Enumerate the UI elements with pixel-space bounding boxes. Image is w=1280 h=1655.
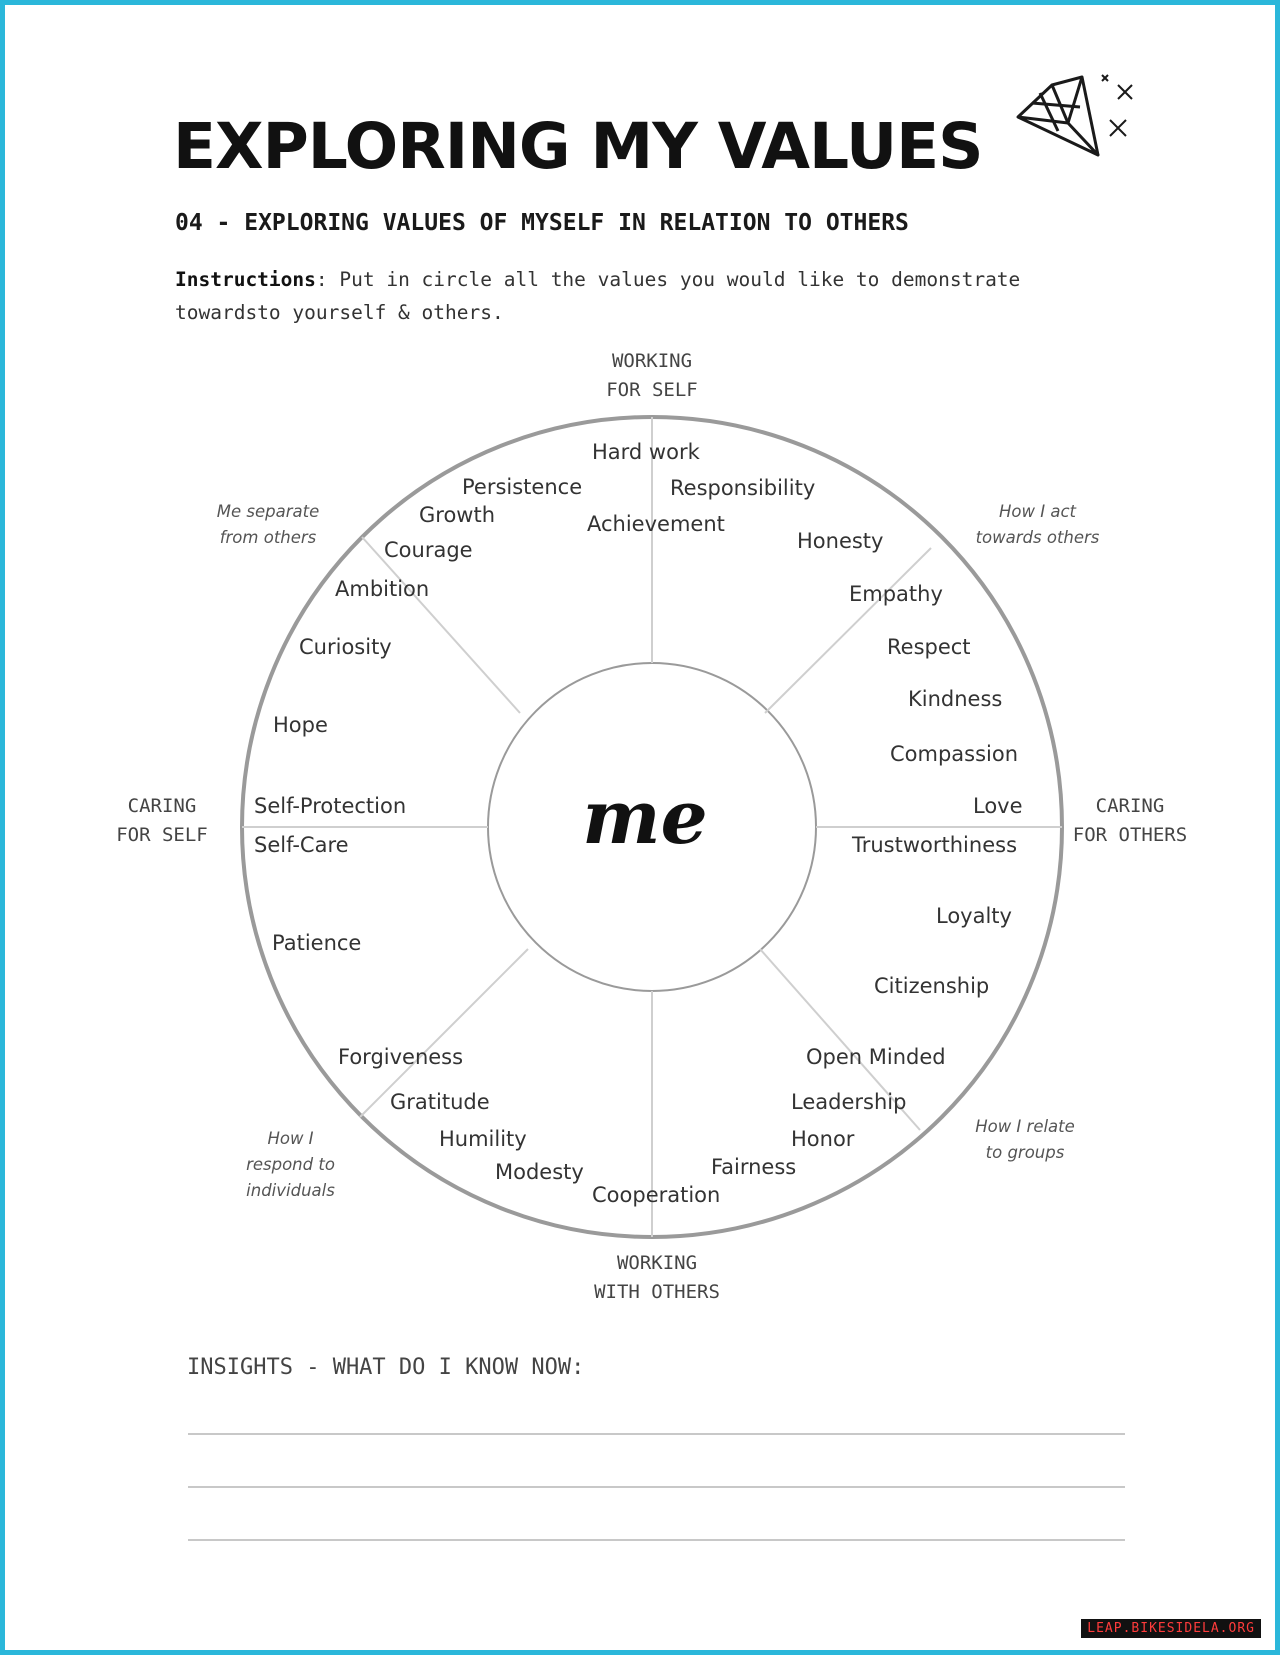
- value-responsibility[interactable]: Responsibility: [670, 476, 816, 500]
- value-humility[interactable]: Humility: [439, 1127, 527, 1151]
- value-respect[interactable]: Respect: [887, 635, 971, 659]
- value-patience[interactable]: Patience: [272, 931, 362, 955]
- axis-label-top-line1: WORKING: [611, 350, 693, 372]
- divider-top-right: [764, 547, 932, 714]
- sector-label-bottom-right-line1: How I relate: [975, 1117, 1075, 1136]
- value-self-protection[interactable]: Self-Protection: [254, 794, 407, 818]
- axis-label-bottom: WORKING WITH OTHERS: [567, 1249, 747, 1307]
- axis-label-bottom-line1: WORKING: [616, 1252, 698, 1274]
- value-forgiveness[interactable]: Forgiveness: [338, 1045, 464, 1069]
- axis-label-right-line2: FOR OTHERS: [1072, 824, 1188, 846]
- value-citizenship[interactable]: Citizenship: [874, 974, 990, 998]
- sector-label-top-right: How I act towards others: [955, 499, 1120, 551]
- axis-label-right: CARING FOR OTHERS: [1060, 792, 1200, 850]
- answer-line[interactable]: [188, 1433, 1125, 1435]
- value-cooperation[interactable]: Cooperation: [592, 1183, 721, 1207]
- value-growth[interactable]: Growth: [419, 503, 496, 527]
- sector-label-top-right-line2: towards others: [975, 528, 1100, 547]
- center-label-me: me: [582, 775, 708, 861]
- values-wheel: [240, 415, 1064, 1239]
- sector-label-top-left-line2: from others: [219, 528, 317, 547]
- axis-label-left-line2: FOR SELF: [116, 824, 208, 846]
- sector-label-bottom-left: How I respond to individuals: [223, 1126, 358, 1204]
- value-modesty[interactable]: Modesty: [495, 1160, 584, 1184]
- value-compassion[interactable]: Compassion: [890, 742, 1019, 766]
- axis-label-bottom-line2: WITH OTHERS: [594, 1281, 720, 1303]
- instructions-label: Instructions: [175, 268, 316, 291]
- value-curiosity[interactable]: Curiosity: [299, 635, 392, 659]
- value-gratitude[interactable]: Gratitude: [390, 1090, 490, 1114]
- divider-bottom-right: [759, 948, 921, 1131]
- watermark: LEAP.BIKESIDELA.ORG: [1081, 1619, 1261, 1638]
- value-trustworthiness[interactable]: Trustworthiness: [852, 833, 1018, 857]
- value-courage[interactable]: Courage: [384, 538, 473, 562]
- value-honor[interactable]: Honor: [791, 1127, 855, 1151]
- axis-label-top-line2: FOR SELF: [606, 379, 698, 401]
- value-fairness[interactable]: Fairness: [711, 1155, 797, 1179]
- value-ambition[interactable]: Ambition: [335, 577, 430, 601]
- sector-label-bottom-right-line2: to groups: [985, 1143, 1065, 1162]
- answer-line[interactable]: [188, 1539, 1125, 1541]
- sector-label-top-right-line1: How I act: [998, 502, 1076, 521]
- value-persistence[interactable]: Persistence: [462, 475, 583, 499]
- page-title: EXPLORING MY VALUES: [173, 110, 984, 183]
- sector-label-top-left: Me separate from others: [193, 499, 343, 551]
- axis-label-top: WORKING FOR SELF: [567, 347, 737, 405]
- value-loyalty[interactable]: Loyalty: [936, 904, 1012, 928]
- instructions: Instructions: Put in circle all the valu…: [175, 263, 1125, 329]
- value-hope[interactable]: Hope: [273, 713, 328, 737]
- instructions-text: : Put in circle all the values you would…: [175, 268, 1021, 324]
- answer-line[interactable]: [188, 1486, 1125, 1488]
- value-leadership[interactable]: Leadership: [791, 1090, 907, 1114]
- sector-label-top-left-line1: Me separate: [216, 502, 320, 521]
- insights-heading: INSIGHTS - WHAT DO I KNOW NOW:: [187, 1355, 585, 1380]
- value-empathy[interactable]: Empathy: [849, 582, 943, 606]
- divider-top-left: [361, 536, 521, 714]
- axis-label-left: CARING FOR SELF: [97, 792, 227, 850]
- value-achievement[interactable]: Achievement: [587, 512, 725, 536]
- value-kindness[interactable]: Kindness: [908, 687, 1003, 711]
- sector-label-bottom-right: How I relate to groups: [950, 1114, 1100, 1166]
- divider-bottom-left: [359, 948, 529, 1118]
- value-honesty[interactable]: Honesty: [797, 529, 884, 553]
- sector-label-bottom-left-line2: respond to: [246, 1155, 335, 1174]
- value-love[interactable]: Love: [973, 794, 1023, 818]
- value-open-minded[interactable]: Open Minded: [806, 1045, 946, 1069]
- sector-label-bottom-left-line3: individuals: [246, 1181, 335, 1200]
- page-subtitle: 04 - EXPLORING VALUES OF MYSELF IN RELAT…: [175, 210, 909, 236]
- value-self-care[interactable]: Self-Care: [254, 833, 349, 857]
- axis-label-right-line1: CARING: [1095, 795, 1165, 817]
- sector-label-bottom-left-line1: How I: [267, 1129, 314, 1148]
- axis-label-left-line1: CARING: [127, 795, 197, 817]
- value-hard-work[interactable]: Hard work: [592, 440, 700, 464]
- diamond-icon: [1016, 74, 1133, 157]
